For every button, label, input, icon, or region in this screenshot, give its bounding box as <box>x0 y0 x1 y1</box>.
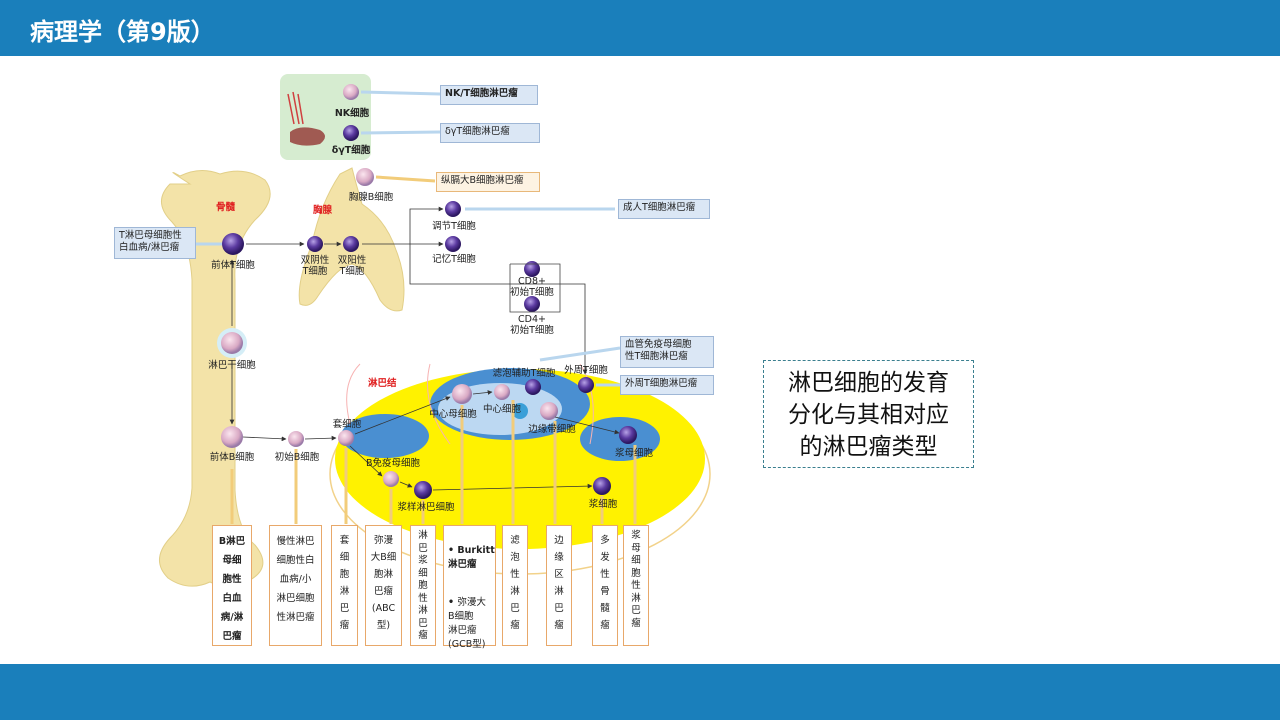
nk-cell <box>343 84 359 100</box>
lymph-node-cortex <box>335 369 705 549</box>
label-peripheral-t: 外周T细胞 <box>564 365 608 376</box>
region-bone-marrow: 骨髓 <box>216 202 236 213</box>
label-centroblast: 中心母细胞 <box>429 409 477 420</box>
label-tfh: 滤泡辅助T细胞 <box>492 368 556 379</box>
lymphoma-mediastinal: 纵膈大B细胞淋巴瘤 <box>436 172 540 192</box>
plasmacytoid-cell <box>414 481 432 499</box>
lymphoid-stem-cell <box>221 332 243 354</box>
bottom-box-mzl: 边 缘 区 淋 巴 瘤 <box>546 525 572 646</box>
label-dp-t: 双阳性 T细胞 <box>337 255 367 277</box>
lymphoma-gdt: δγT细胞淋巴瘤 <box>440 123 540 143</box>
label-nk: NK细胞 <box>334 108 370 119</box>
label-dn-t: 双阴性 T细胞 <box>300 255 330 277</box>
label-thymic-b: 胸腺B细胞 <box>348 192 394 203</box>
region-lymph-node: 淋巴结 <box>368 378 397 389</box>
immunoblast-cell <box>383 471 399 487</box>
bottom-box-dlbcl-abc: 弥漫 大B细 胞淋 巴瘤 (ABC 型) <box>365 525 402 646</box>
marginal-zone-cell <box>540 402 558 420</box>
centrocyte-cell <box>494 384 510 400</box>
cd-bracket <box>509 263 561 313</box>
treg-cell <box>445 201 461 217</box>
tfh-cell <box>525 379 541 395</box>
follicle-left <box>341 414 429 458</box>
pro-b-cell <box>221 426 243 448</box>
label-cd8: CD8+ 初始T细胞 <box>510 276 554 298</box>
mantle-cell <box>338 430 354 446</box>
cd4-cell <box>524 296 540 312</box>
bone-shape <box>159 170 271 587</box>
page-title: 病理学（第9版） <box>30 18 215 46</box>
memory-t-cell <box>445 236 461 252</box>
bottom-box-b-lbl: B淋巴 母细 胞性 白血 病/淋 巴瘤 <box>212 525 252 646</box>
footer-bar <box>0 664 1280 720</box>
bottom-box-lpl: 淋 巴 浆 细 胞 性 淋 巴 瘤 <box>410 525 436 646</box>
bottom-box-mcl: 套 细 胞 淋 巴 瘤 <box>331 525 358 646</box>
header-bar: 病理学（第9版） <box>0 0 1280 56</box>
bottom-box-gc: Burkitt 淋巴瘤 弥漫大 B细胞 淋巴瘤 (GCB型) <box>443 525 496 650</box>
dn-t-cell <box>307 236 323 252</box>
lymphoma-t-lbl: T淋巴母细胞性 白血病/淋巴瘤 <box>114 227 196 259</box>
diagram-graphics <box>159 74 711 587</box>
muscle-icon <box>287 91 304 125</box>
label-plasmacytoid: 浆样淋巴细胞 <box>397 502 455 513</box>
label-centrocyte: 中心细胞 <box>482 404 521 415</box>
dendritic-cell <box>512 403 528 419</box>
label-cd4: CD4+ 初始T细胞 <box>510 314 554 336</box>
label-naive-b: 初始B细胞 <box>274 452 320 463</box>
plasma-cell <box>593 477 611 495</box>
lymphoma-adult-t: 成人T细胞淋巴瘤 <box>618 199 710 219</box>
bottom-list-dlbcl-gcb: 弥漫大 B细胞 淋巴瘤 (GCB型) <box>448 596 491 652</box>
dp-t-cell <box>343 236 359 252</box>
label-mem-t: 记忆T细胞 <box>432 254 476 265</box>
label-lsc: 淋巴干细胞 <box>208 360 256 371</box>
label-pro-t: 前体T细胞 <box>211 260 255 271</box>
label-gdt: δγT细胞 <box>331 145 371 156</box>
label-mantle: 套细胞 <box>332 419 362 430</box>
pro-t-cell <box>222 233 244 255</box>
link-mediastinal <box>375 175 436 183</box>
lymphoma-aitl: 血管免疫母细胞 性T细胞淋巴瘤 <box>620 336 714 368</box>
link-lines <box>195 90 621 387</box>
lymphocyte-diagram: 骨髓 胸腺 淋巴结 NK细胞 δγT细胞 胸腺B细胞 前体T细胞 双阴性 T细胞… <box>100 64 730 664</box>
bottom-box-mm: 多 发 性 骨 髓 瘤 <box>592 525 618 646</box>
thymic-b-cell <box>356 168 374 186</box>
gdt-cell <box>343 125 359 141</box>
label-treg: 调节T细胞 <box>432 221 476 232</box>
bottom-list-burkitt: Burkitt 淋巴瘤 <box>448 544 495 572</box>
arrows <box>229 206 620 491</box>
down-links <box>230 400 637 524</box>
bottom-box-pbl: 浆 母 细 胞 性 淋 巴 瘤 <box>623 525 649 646</box>
label-immunoblast: B免疫母细胞 <box>365 458 421 469</box>
label-pro-b: 前体B细胞 <box>209 452 255 463</box>
cd8-cell <box>524 261 540 277</box>
plasmablast-cell <box>619 426 637 444</box>
bottom-box-cll: 慢性淋巴 细胞性白 血病/小 淋巴细胞 性淋巴瘤 <box>269 525 322 646</box>
lymphoma-ptcl: 外周T细胞淋巴瘤 <box>620 375 714 395</box>
label-plasmablast: 浆母细胞 <box>614 448 653 459</box>
label-plasma: 浆细胞 <box>588 499 618 510</box>
bottom-box-fl: 滤 泡 性 淋 巴 瘤 <box>502 525 528 646</box>
peripheral-t-cell <box>578 377 594 393</box>
region-thymus: 胸腺 <box>313 205 333 216</box>
centroblast-cell <box>452 384 472 404</box>
lymphoma-nkt: NK/T细胞淋巴瘤 <box>440 85 538 105</box>
liver-icon <box>290 127 325 146</box>
naive-b-cell <box>288 431 304 447</box>
slide-caption: 淋巴细胞的发育 分化与其相对应 的淋巴瘤类型 <box>763 360 974 468</box>
label-marginal: 边缘带细胞 <box>528 424 576 435</box>
